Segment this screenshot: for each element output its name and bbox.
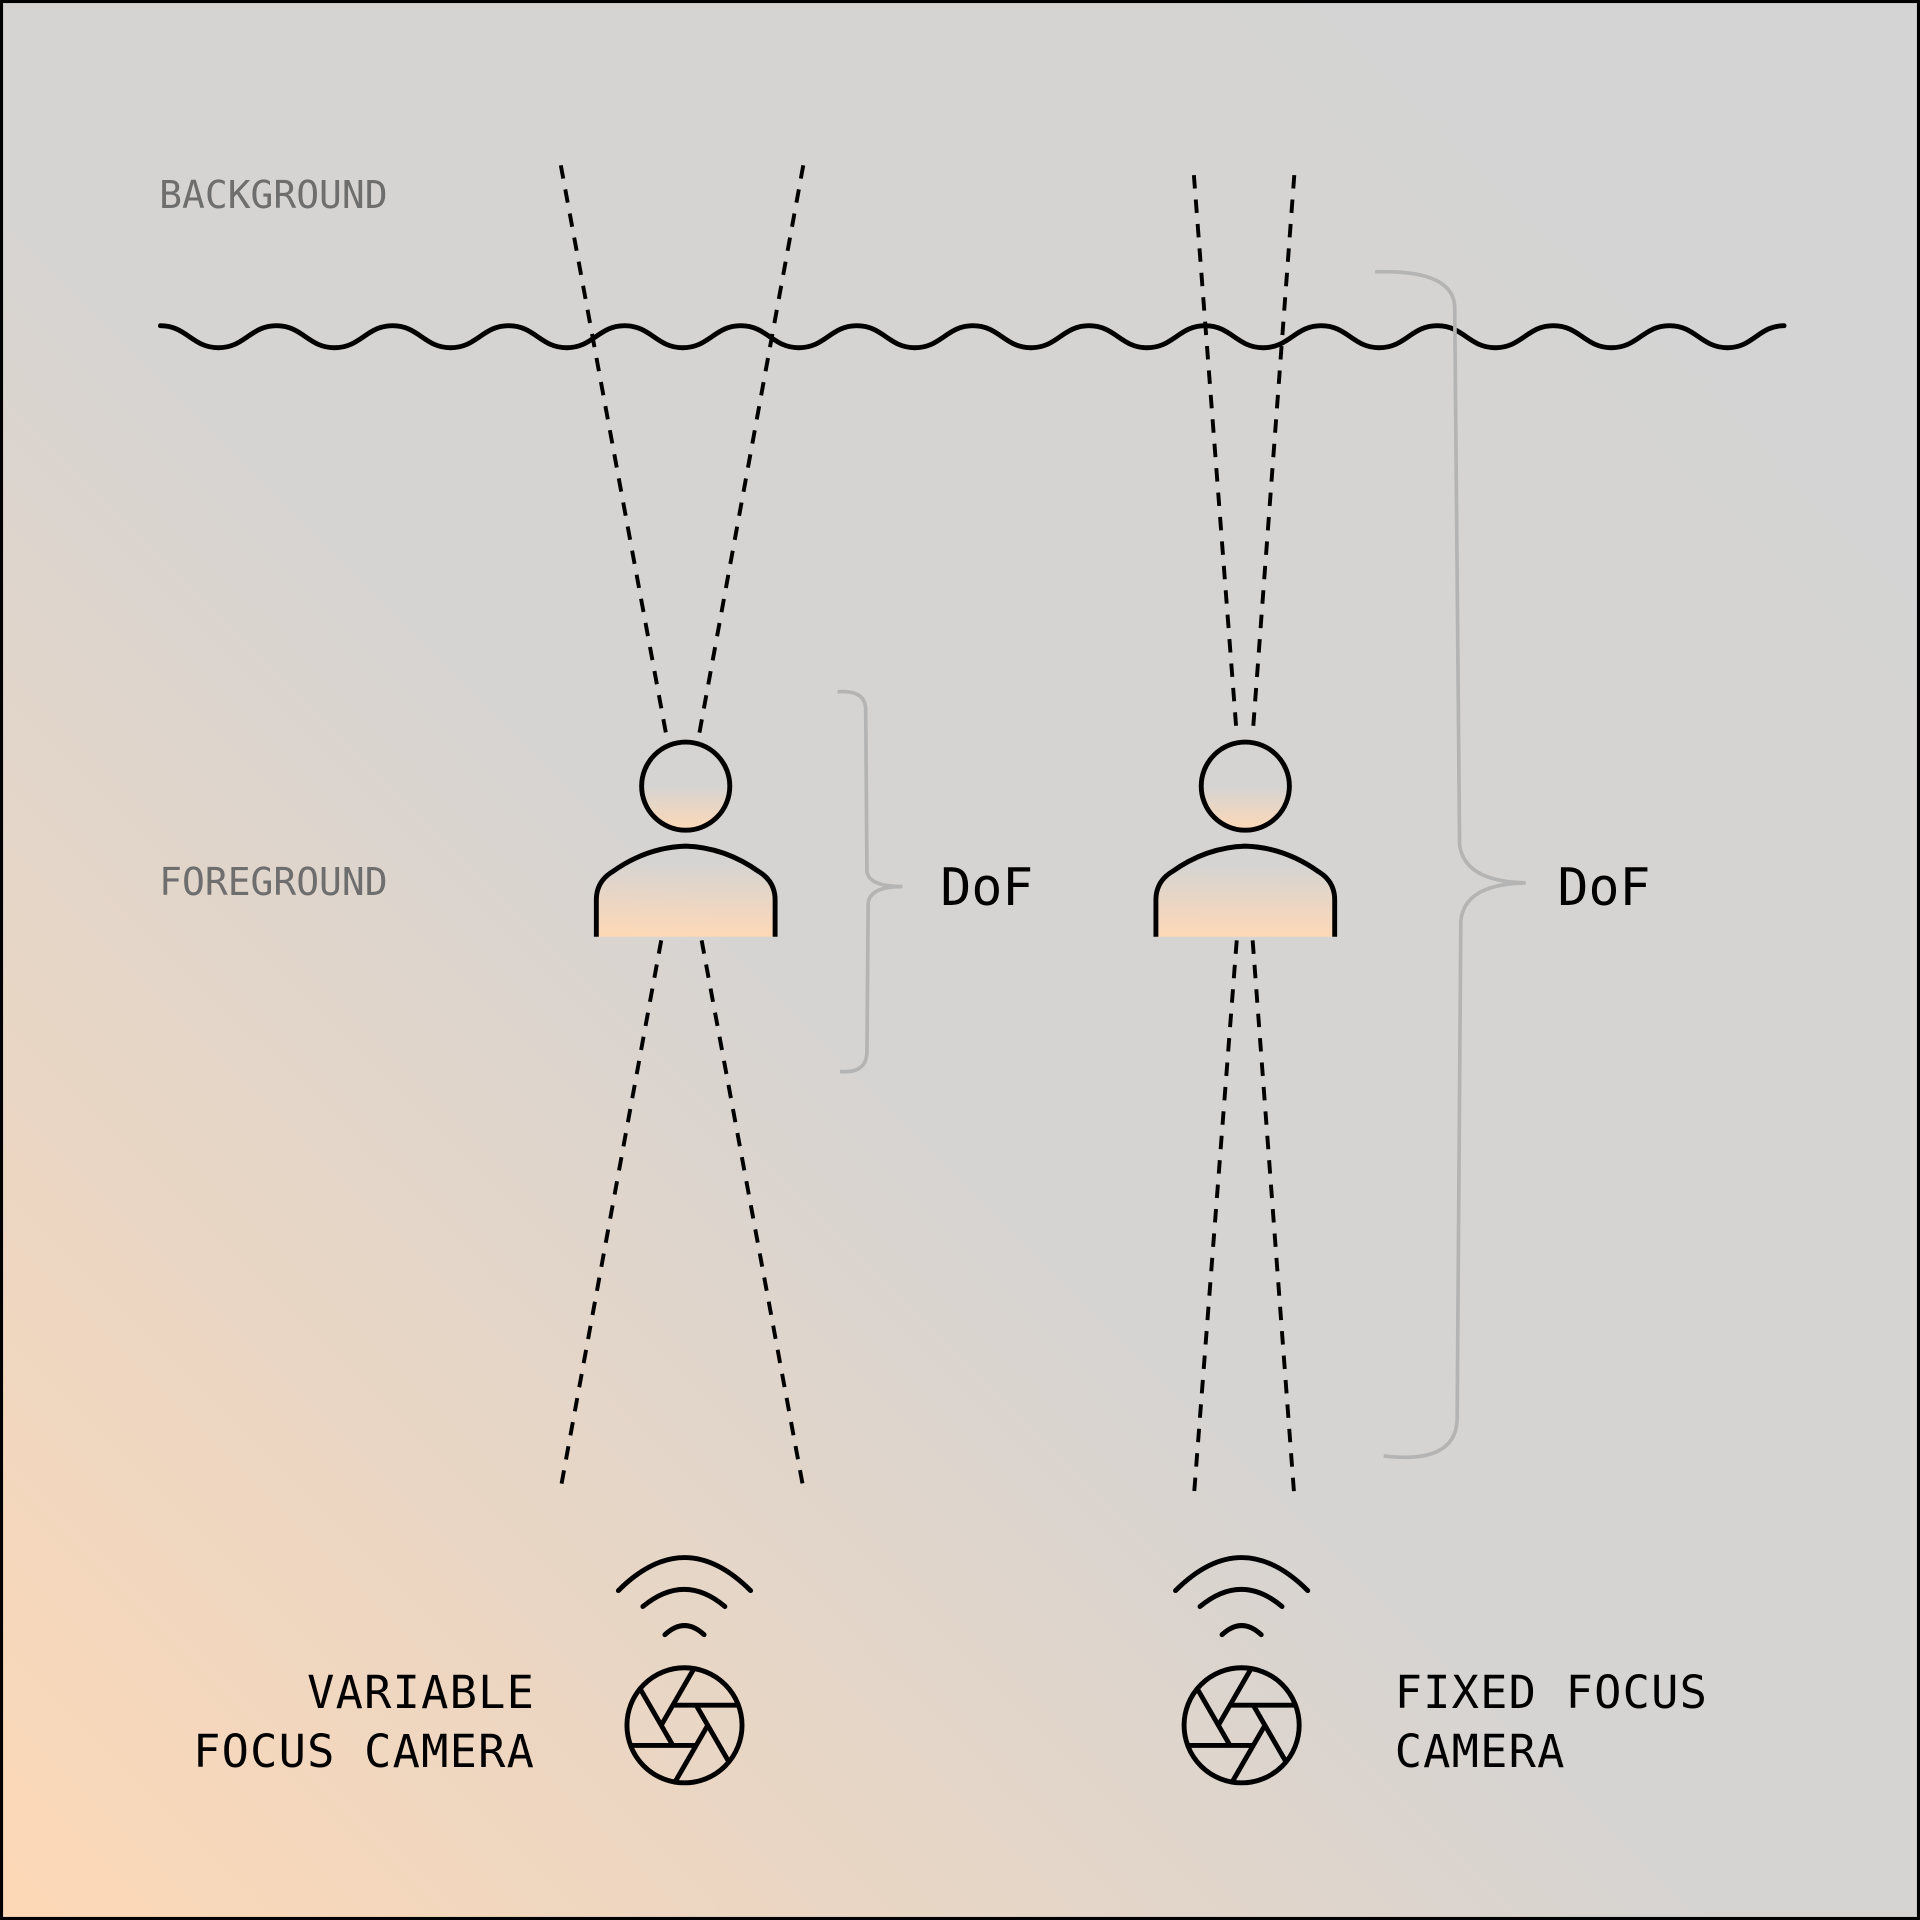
person-body-fill xyxy=(596,846,776,937)
dof-label-right: DoF xyxy=(1558,858,1651,918)
fixed-camera-label-line1: FIXED FOCUS xyxy=(1395,1666,1708,1719)
person-body-fill xyxy=(1155,846,1335,937)
aperture-blade xyxy=(637,1687,675,1747)
aperture-blade xyxy=(659,1667,697,1727)
person-icon xyxy=(593,739,778,937)
foreground-label: FOREGROUND xyxy=(159,860,387,904)
fixed-focus-camera-icon xyxy=(1173,1555,1311,1786)
person-head xyxy=(1198,739,1292,833)
background-label: BACKGROUND xyxy=(159,173,387,217)
signal-arc-outer xyxy=(615,1555,754,1594)
aperture-blade xyxy=(672,1724,710,1784)
aperture-icon xyxy=(624,1665,745,1786)
person-body xyxy=(1153,843,1338,937)
signal-arc-inner xyxy=(1219,1623,1264,1638)
aperture-ring xyxy=(624,1665,745,1786)
person-body xyxy=(593,843,778,937)
aperture-ring xyxy=(1181,1665,1302,1786)
dof-brace-right xyxy=(1375,269,1526,1460)
dof-label-left: DoF xyxy=(940,858,1033,918)
person-icon xyxy=(1153,739,1338,937)
aperture-blade xyxy=(694,1703,732,1764)
background-wave-line xyxy=(157,323,1787,351)
signal-waves-icon xyxy=(615,1555,754,1638)
fixed-camera-label-line2: CAMERA xyxy=(1395,1725,1566,1778)
aperture-blade xyxy=(1195,1687,1233,1747)
variable-camera-label-line1: VARIABLE xyxy=(307,1666,535,1719)
signal-arc-inner xyxy=(662,1623,707,1638)
variable-camera-label-line2: FOCUS CAMERA xyxy=(193,1725,535,1778)
aperture-blade xyxy=(1251,1703,1289,1764)
signal-arc-middle xyxy=(1197,1586,1285,1609)
dof-brace-left xyxy=(837,689,903,1074)
signal-arc-outer xyxy=(1173,1555,1311,1594)
left-field-of-view xyxy=(558,164,806,1489)
signal-waves-icon xyxy=(1173,1555,1311,1638)
aperture-blade xyxy=(1216,1667,1254,1727)
signal-arc-middle xyxy=(640,1586,728,1609)
aperture-icon xyxy=(1181,1665,1302,1786)
person-head xyxy=(639,739,733,833)
right-field-of-view xyxy=(1191,174,1297,1497)
variable-focus-camera-icon xyxy=(615,1555,754,1786)
aperture-blade xyxy=(1230,1724,1268,1784)
